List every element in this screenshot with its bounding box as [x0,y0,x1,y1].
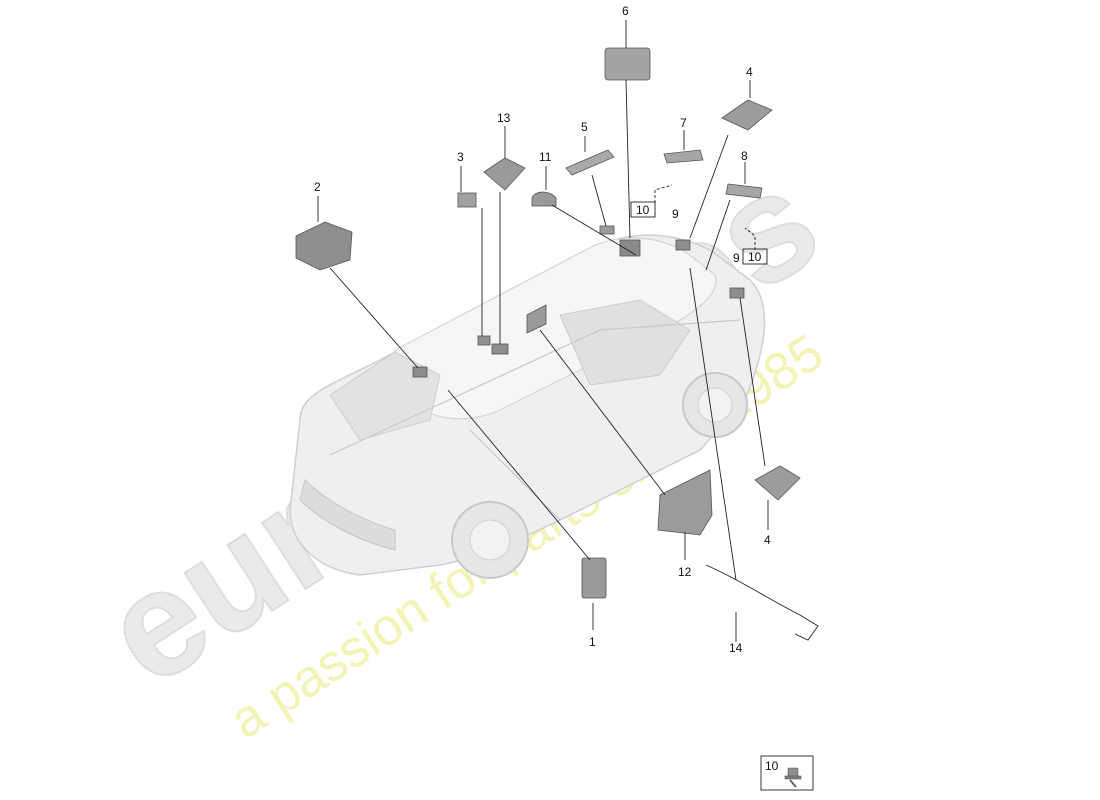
part-11-sensor [531,191,557,207]
callout-labels: 1 2 3 4 4 5 6 7 8 9 9 10 10 11 12 13 14 [314,4,771,655]
part-on-car-a [412,366,428,378]
leader-4bb [739,297,766,467]
leader-lines [317,20,769,642]
callout-10-right: 10 [748,250,762,264]
front-wheel-hub [469,519,511,561]
legend-frame [760,755,814,791]
legend-part-number: 10 [765,759,779,773]
callout-6: 6 [622,4,629,18]
callout-3: 3 [457,150,464,164]
part-on-car-b [477,335,491,346]
callout-9-right: 9 [733,251,740,265]
callout-1: 1 [589,635,596,649]
leader-4ab [689,134,729,239]
leader-6b [625,79,631,239]
leader-1b [447,389,591,561]
leader-12b [539,329,666,496]
legend-box: 10 [760,755,814,791]
part-3-module [457,192,477,208]
part-4-module-lower [754,465,801,501]
callout-10-right-box [742,248,768,265]
leader-10b [744,227,756,250]
car-roof [394,237,717,420]
callout-10-left: 10 [636,203,650,217]
bolt-icon [784,767,802,788]
callout-4-top: 4 [746,65,753,79]
callout-5: 5 [581,120,588,134]
part-14-cable [705,564,819,641]
callout-8: 8 [741,149,748,163]
leader-11b [551,204,637,256]
callout-12: 12 [678,565,692,579]
callout-10-left-box [630,201,656,218]
part-1-unit [581,557,607,599]
leader-2b [329,267,419,369]
leader-10a [654,184,673,203]
parts [295,47,819,641]
callout-9-left: 9 [672,207,679,221]
part-6-control-unit [604,47,651,81]
body-crease [329,319,741,456]
windscreen [329,351,441,441]
part-7-strip [663,149,704,164]
part-12-bracket [657,469,713,536]
callout-2: 2 [314,180,321,194]
part-4-module-top [721,99,773,131]
callout-4-lower: 4 [764,533,771,547]
part-on-car-f [675,239,691,251]
part-on-car-c [491,343,509,355]
part-8-strip [725,183,763,199]
side-window [559,299,691,386]
rear-wheel-hub [697,387,733,423]
part-on-car-g [729,287,745,299]
part-13-module [483,157,526,191]
door-line [469,429,561,521]
callout-11: 11 [539,150,552,164]
callout-14: 14 [729,641,743,655]
leader-5b [591,174,607,227]
part-2-module [295,221,353,271]
leader-14b [689,267,737,581]
car-illustration [289,234,766,579]
front-grille [299,479,396,551]
part-on-car-h [599,225,615,235]
callout-13: 13 [497,111,511,125]
part-on-car-e [619,239,641,257]
leader-8b [705,199,731,271]
part-on-car-d [526,304,547,334]
part-5-strip [565,149,615,176]
callout-7: 7 [680,116,687,130]
